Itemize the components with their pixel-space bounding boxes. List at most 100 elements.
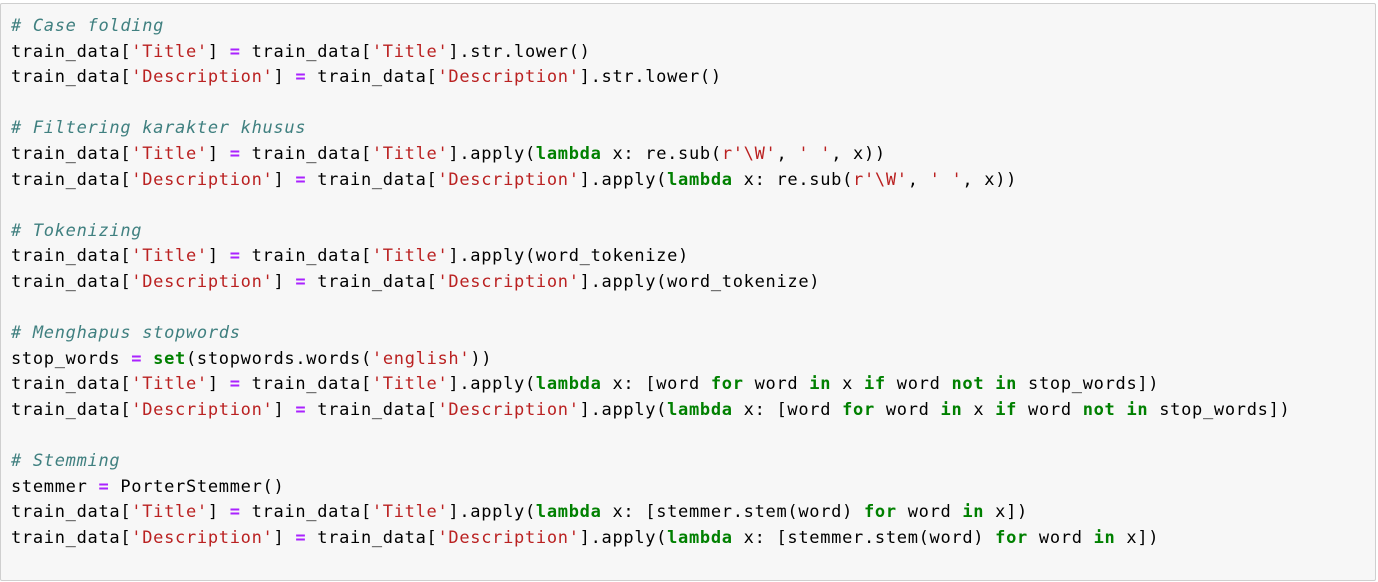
- string-literal: 'Title': [131, 143, 208, 164]
- string-literal: 'Description': [437, 527, 580, 548]
- code-line: train_data['Description'] = train_data['…: [11, 168, 1290, 194]
- code-text: train_data[: [11, 169, 132, 190]
- code-text: ].apply(: [448, 143, 536, 164]
- string-literal: 'Description': [131, 271, 274, 292]
- blank-line: [11, 91, 1290, 117]
- code-line: # Filtering karakter khusus: [11, 116, 1290, 142]
- code-text: stop_words]): [1148, 399, 1291, 420]
- operator: =: [229, 143, 241, 164]
- code-text: (stopwords.words(: [185, 348, 372, 369]
- keyword: lambda: [667, 399, 733, 420]
- code-text: x: [stemmer.stem(word): [601, 502, 864, 523]
- keyword: in: [995, 374, 1018, 395]
- code-line: train_data['Title'] = train_data['Title'…: [11, 500, 1290, 526]
- code-text: train_data[: [240, 374, 372, 395]
- string-literal: 'Title': [371, 374, 449, 395]
- code-text: x: re.sub(: [601, 143, 722, 164]
- code-line: train_data['Description'] = train_data['…: [11, 270, 1290, 296]
- code-text: train_data[: [11, 399, 132, 420]
- string-literal: 'Description': [437, 169, 580, 190]
- code-text: )): [470, 348, 493, 369]
- code-text: ]: [273, 271, 296, 292]
- code-text: word: [874, 399, 941, 420]
- code-line: train_data['Title'] = train_data['Title'…: [11, 372, 1290, 398]
- code-comment: # Menghapus stopwords: [11, 323, 241, 344]
- code-text: ]: [207, 502, 230, 523]
- code-line: train_data['Description'] = train_data['…: [11, 65, 1290, 91]
- code-text: , x)): [962, 169, 1018, 190]
- code-text: ]: [207, 41, 230, 62]
- code-text: ].apply(: [579, 399, 668, 420]
- code-text: train_data[: [240, 143, 372, 164]
- operator: =: [295, 271, 307, 292]
- blank-line: [11, 193, 1290, 219]
- code-text: x: [word: [601, 374, 711, 395]
- operator: =: [229, 41, 241, 62]
- code-text: train_data[: [11, 143, 132, 164]
- code-line: stop_words = set(stopwords.words('englis…: [11, 347, 1290, 373]
- code-text: stop_words]): [1017, 374, 1160, 395]
- code-line: train_data['Title'] = train_data['Title'…: [11, 244, 1290, 270]
- string-literal: 'Description': [131, 399, 274, 420]
- code-text: word: [1027, 527, 1094, 548]
- keyword: for: [995, 527, 1028, 548]
- keyword: in: [1126, 399, 1149, 420]
- operator: =: [131, 348, 143, 369]
- code-text: x: [962, 399, 996, 420]
- code-text: x: re.sub(: [732, 169, 854, 190]
- code-text: ]: [273, 399, 296, 420]
- code-text: ,: [907, 169, 930, 190]
- string-literal: 'Title': [371, 143, 449, 164]
- code-text: word: [1017, 399, 1083, 420]
- code-text: PorterStemmer(): [109, 476, 285, 497]
- code-text: x]): [984, 502, 1028, 523]
- code-text: ]: [273, 169, 296, 190]
- keyword: not: [951, 374, 985, 395]
- keyword: in: [1093, 527, 1116, 548]
- keyword: set: [153, 348, 186, 369]
- string-literal: 'Description': [437, 271, 580, 292]
- code-text: ,: [776, 143, 799, 164]
- string-literal: 'Title': [131, 41, 208, 62]
- code-text: train_data[: [11, 41, 132, 62]
- code-line: train_data['Description'] = train_data['…: [11, 526, 1290, 552]
- string-literal: 'Title': [371, 502, 449, 523]
- code-text: ]: [207, 374, 230, 395]
- code-text: train_data[: [11, 374, 132, 395]
- code-text: ].apply(word_tokenize): [448, 246, 689, 267]
- code-text: ]: [273, 67, 296, 88]
- blank-line: [11, 296, 1290, 322]
- keyword: for: [710, 374, 744, 395]
- keyword: if: [995, 399, 1018, 420]
- code-text: ].apply(: [579, 169, 668, 190]
- code-text: x: [831, 374, 864, 395]
- code-line: # Case folding: [11, 14, 1290, 40]
- keyword: lambda: [667, 169, 733, 190]
- code-text: train_data[: [11, 67, 132, 88]
- operator: =: [295, 67, 307, 88]
- keyword: lambda: [535, 374, 602, 395]
- code-line: # Menghapus stopwords: [11, 321, 1290, 347]
- code-text: word: [896, 502, 963, 523]
- code-text: train_data[: [240, 41, 372, 62]
- string-literal: 'Description': [131, 67, 274, 88]
- code-text: x: [word: [732, 399, 843, 420]
- code-text: train_data[: [240, 246, 372, 267]
- blank-line: [11, 424, 1290, 450]
- code-text: train_data[: [11, 527, 132, 548]
- string-literal: ' ': [929, 169, 963, 190]
- keyword: lambda: [535, 502, 602, 523]
- string-literal: 'Description': [131, 527, 274, 548]
- code-text: stemmer: [11, 476, 99, 497]
- string-literal: ' ': [798, 143, 832, 164]
- code-text: x]): [1115, 527, 1160, 548]
- keyword: lambda: [667, 527, 733, 548]
- keyword: in: [962, 502, 985, 523]
- code-text: word: [885, 374, 952, 395]
- keyword: in: [940, 399, 963, 420]
- keyword: not: [1082, 399, 1116, 420]
- keyword: in: [809, 374, 832, 395]
- string-literal: 'Description': [131, 169, 274, 190]
